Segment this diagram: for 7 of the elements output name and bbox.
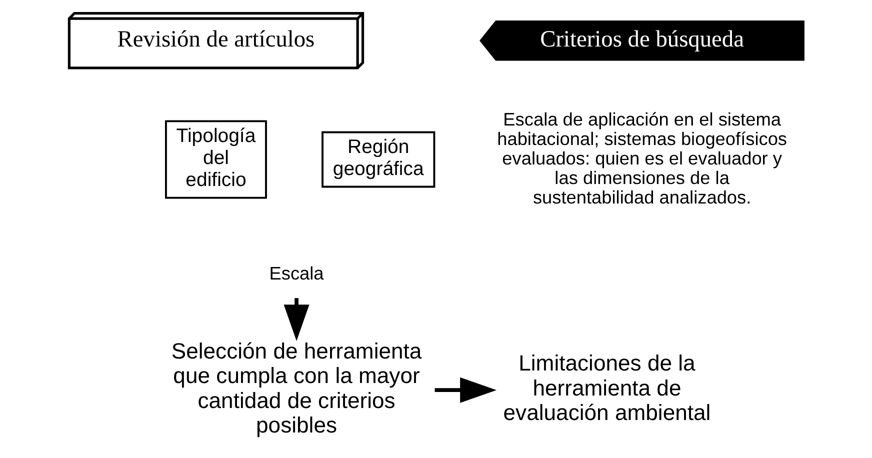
node-text: Limitaciones de la herramienta de evaluación ambiental [502, 350, 710, 426]
node-box: Tipología del edificio [164, 120, 266, 199]
node-text: Escala [268, 263, 324, 284]
label: Escala de aplicación en el sistema habitacional; sistemas biogeofísicos evaluados: quien es el evaluador y las dimensiones de la sustentabilidad analizados. [496, 109, 787, 208]
node-box: Región geográfica [321, 131, 435, 188]
arrow [434, 377, 496, 403]
node-text: Selección de herramienta que cumpla con la mayor cantidad de criterios posibles [170, 338, 422, 438]
